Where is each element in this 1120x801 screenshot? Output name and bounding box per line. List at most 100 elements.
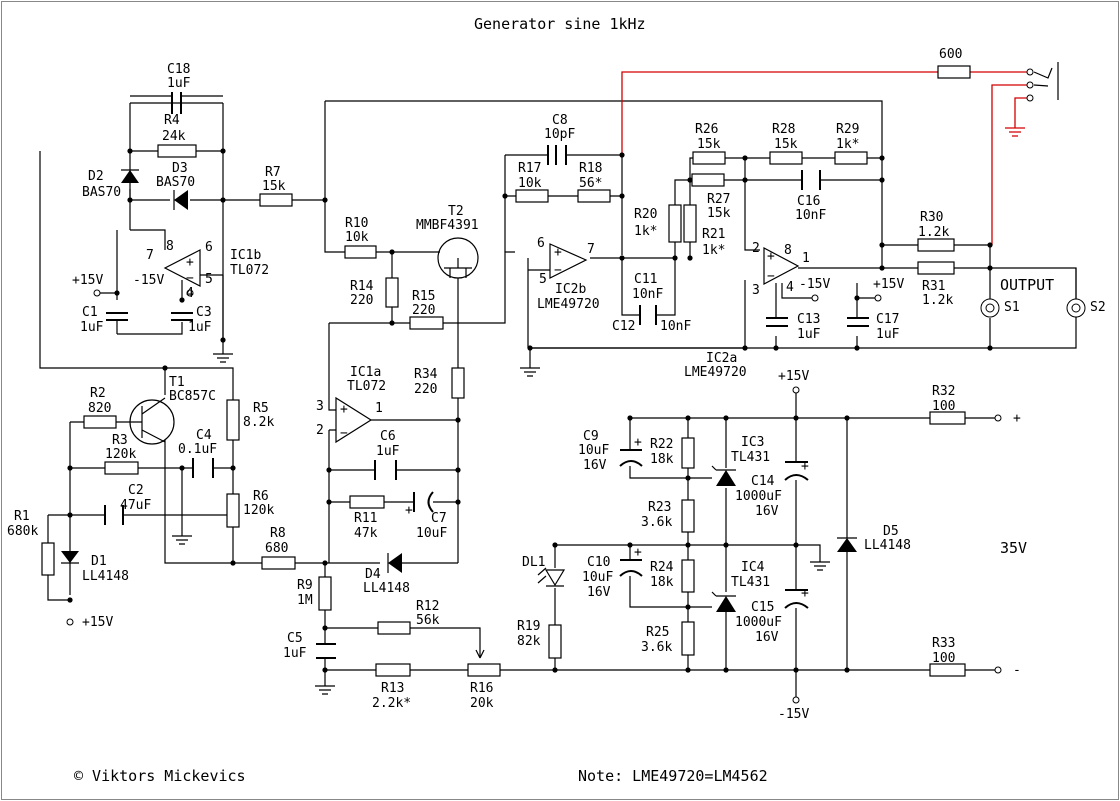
op-amps (163, 243, 800, 444)
svg-text:6: 6 (537, 236, 545, 251)
label-c4: C4 (196, 428, 212, 443)
label-r7-value: 15k (262, 179, 286, 194)
label-d1-value: LL4148 (82, 569, 129, 584)
svg-text:−: − (340, 426, 348, 441)
label-r12: R12 (416, 599, 439, 614)
label-r11-value: 47k (354, 526, 378, 541)
supply-minus-terminal: - (1013, 663, 1021, 678)
label-c2-value: 47uF (120, 498, 151, 513)
label-r15-value: 220 (412, 303, 435, 318)
label-ic3: IC3 (741, 435, 764, 450)
label-c16: C16 (797, 194, 820, 209)
label-ic2b: IC2b (555, 282, 586, 297)
label-c17-value: 1uF (876, 327, 900, 342)
label-c10-voltage: 16V (587, 585, 611, 600)
label-c16-value: 10nF (795, 208, 826, 223)
label-r29-value: 1k* (836, 137, 859, 152)
supply-minus15-ic1b: -15V (133, 273, 164, 288)
label-c14-voltage: 16V (755, 504, 779, 519)
label-c6: C6 (380, 429, 396, 444)
label-r9: R9 (297, 578, 313, 593)
label-r24-value: 18k (650, 575, 674, 590)
svg-text:+: + (554, 245, 562, 260)
supply-voltage-label: 35V (1000, 539, 1027, 557)
label-dl1: DL1 (522, 555, 545, 570)
label-d1: D1 (91, 554, 107, 569)
label-r7: R7 (265, 165, 281, 180)
label-c12-value: 10nF (660, 319, 691, 334)
label-ic2b-value: LME49720 (537, 297, 600, 312)
label-c9-voltage: 16V (583, 458, 607, 473)
svg-text:8: 8 (784, 243, 792, 258)
label-r23-value: 3.6k (641, 515, 672, 530)
supply-minus15-bottom: -15V (778, 707, 809, 722)
label-r12-value: 56k (416, 613, 440, 628)
supply-plus-terminal: + (1013, 411, 1021, 426)
svg-text:8: 8 (166, 239, 174, 254)
label-r1-value: 680k (7, 524, 38, 539)
label-ic3-value: TL431 (731, 450, 770, 465)
note-text: Note: LME49720=LM4562 (578, 767, 768, 785)
label-c14: C14 (751, 474, 775, 489)
label-r8-value: 680 (265, 541, 288, 556)
label-c6-value: 1uF (376, 444, 400, 459)
label-r19: R19 (517, 619, 540, 634)
label-r23: R23 (648, 500, 671, 515)
label-r19-value: 82k (517, 634, 541, 649)
junctions (67, 148, 993, 673)
wires (39, 71, 1077, 700)
label-c10-value: 10uF (582, 570, 613, 585)
svg-text:−: − (186, 271, 194, 286)
capacitors (104, 92, 869, 659)
label-r14: R14 (350, 279, 374, 294)
label-r27: R27 (707, 192, 730, 207)
svg-text:+: + (801, 586, 809, 601)
label-r28-value: 15k (774, 137, 798, 152)
label-r28: R28 (772, 122, 795, 137)
label-r4-value: 24k (162, 129, 186, 144)
label-d5: D5 (883, 524, 899, 539)
label-c8: C8 (552, 113, 568, 128)
label-c9-value: 10uF (578, 443, 609, 458)
label-c13-value: 1uF (797, 327, 821, 342)
label-c10: C10 (587, 555, 610, 570)
transistors (129, 237, 479, 445)
label-d2: D2 (88, 169, 104, 184)
label-r18-value: 56* (579, 176, 602, 191)
pin-numbers: 8 6 7 4 5 6 7 5 2 8 1 3 4 3 1 2 (146, 236, 810, 438)
svg-text:4: 4 (786, 280, 794, 295)
label-c15: C15 (751, 600, 774, 615)
label-r32: R32 (932, 384, 955, 399)
svg-text:−: − (767, 269, 775, 284)
diodes (61, 169, 857, 612)
label-c4-value: 0.1uF (178, 442, 217, 457)
label-r17: R17 (518, 161, 541, 176)
label-c5: C5 (287, 631, 303, 646)
label-r34-value: 220 (414, 382, 437, 397)
label-c18: C18 (167, 62, 190, 77)
svg-text:3: 3 (752, 283, 760, 298)
label-ic2a-value: LME49720 (684, 365, 747, 380)
label-r26-value: 15k (697, 137, 721, 152)
label-c13: C13 (797, 312, 820, 327)
svg-text:+: + (340, 402, 348, 417)
label-r18: R18 (579, 161, 602, 176)
label-r14-value: 220 (350, 293, 373, 308)
label-r15: R15 (412, 289, 435, 304)
label-r3-value: 120k (105, 447, 136, 462)
label-c5-value: 1uF (283, 646, 307, 661)
label-d4-value: LL4148 (363, 581, 410, 596)
label-r32-value: 100 (932, 399, 955, 414)
label-d2-value: BAS70 (82, 185, 121, 200)
capacitor-polarity-marks: + + + + + (405, 435, 809, 601)
label-c12: C12 (612, 319, 635, 334)
svg-text:+: + (767, 249, 775, 264)
diagram-title: Generator sine 1kHz (474, 15, 646, 33)
component-labels: C18 1uF R4 24k D2 BAS70 D3 BAS70 R7 15k … (7, 47, 1106, 711)
svg-text:+: + (405, 503, 413, 518)
label-ic1b: IC1b (230, 248, 261, 263)
label-r6-value: 120k (243, 503, 274, 518)
svg-text:+: + (186, 255, 194, 270)
svg-text:1: 1 (375, 401, 383, 416)
svg-text:3: 3 (316, 399, 324, 414)
